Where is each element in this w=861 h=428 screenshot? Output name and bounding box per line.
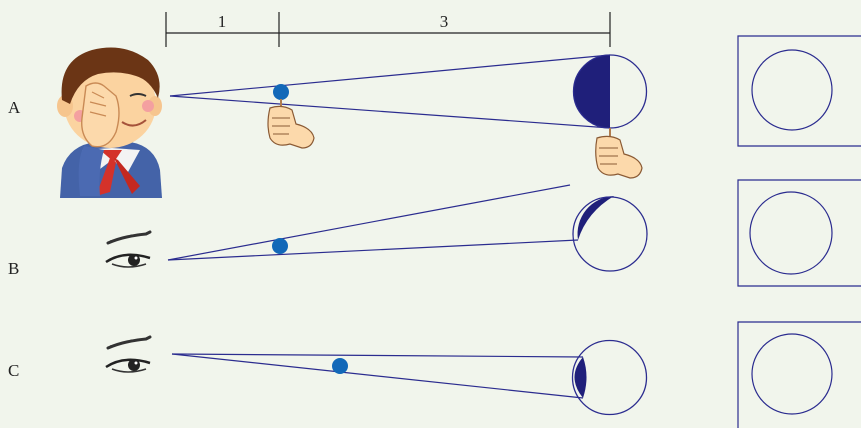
drawing-circle-b [750,192,832,274]
hand-holding-moon-a [596,128,642,178]
sight-line-c-bottom [172,354,583,398]
sight-line-b-top [168,185,570,260]
moon-model-c [573,341,647,415]
observation-box-c [738,322,861,428]
scale-bar: 1 3 [166,12,610,47]
sight-line-c-top [172,354,583,357]
sight-line-b-bottom [168,240,578,260]
sight-line-a-top [170,55,610,96]
eye-icon-b [106,232,150,267]
drawing-circle-a [752,50,832,130]
observation-box-a [738,36,861,146]
ball-a [273,84,289,100]
scale-label-3: 3 [440,12,449,31]
drawing-circle-c [752,334,832,414]
ball-c [332,358,348,374]
child-covering-eye-illustration [57,48,162,198]
ball-b [272,238,288,254]
moon-model-a [574,55,647,128]
row-label-a: A [8,98,21,117]
scale-label-1: 1 [218,12,227,31]
sight-line-a-bottom [170,96,610,128]
moon-model-b [573,196,647,271]
row-label-b: B [8,259,19,278]
eye-icon-c [106,337,150,372]
observation-box-b [738,180,861,286]
row-label-c: C [8,361,19,380]
